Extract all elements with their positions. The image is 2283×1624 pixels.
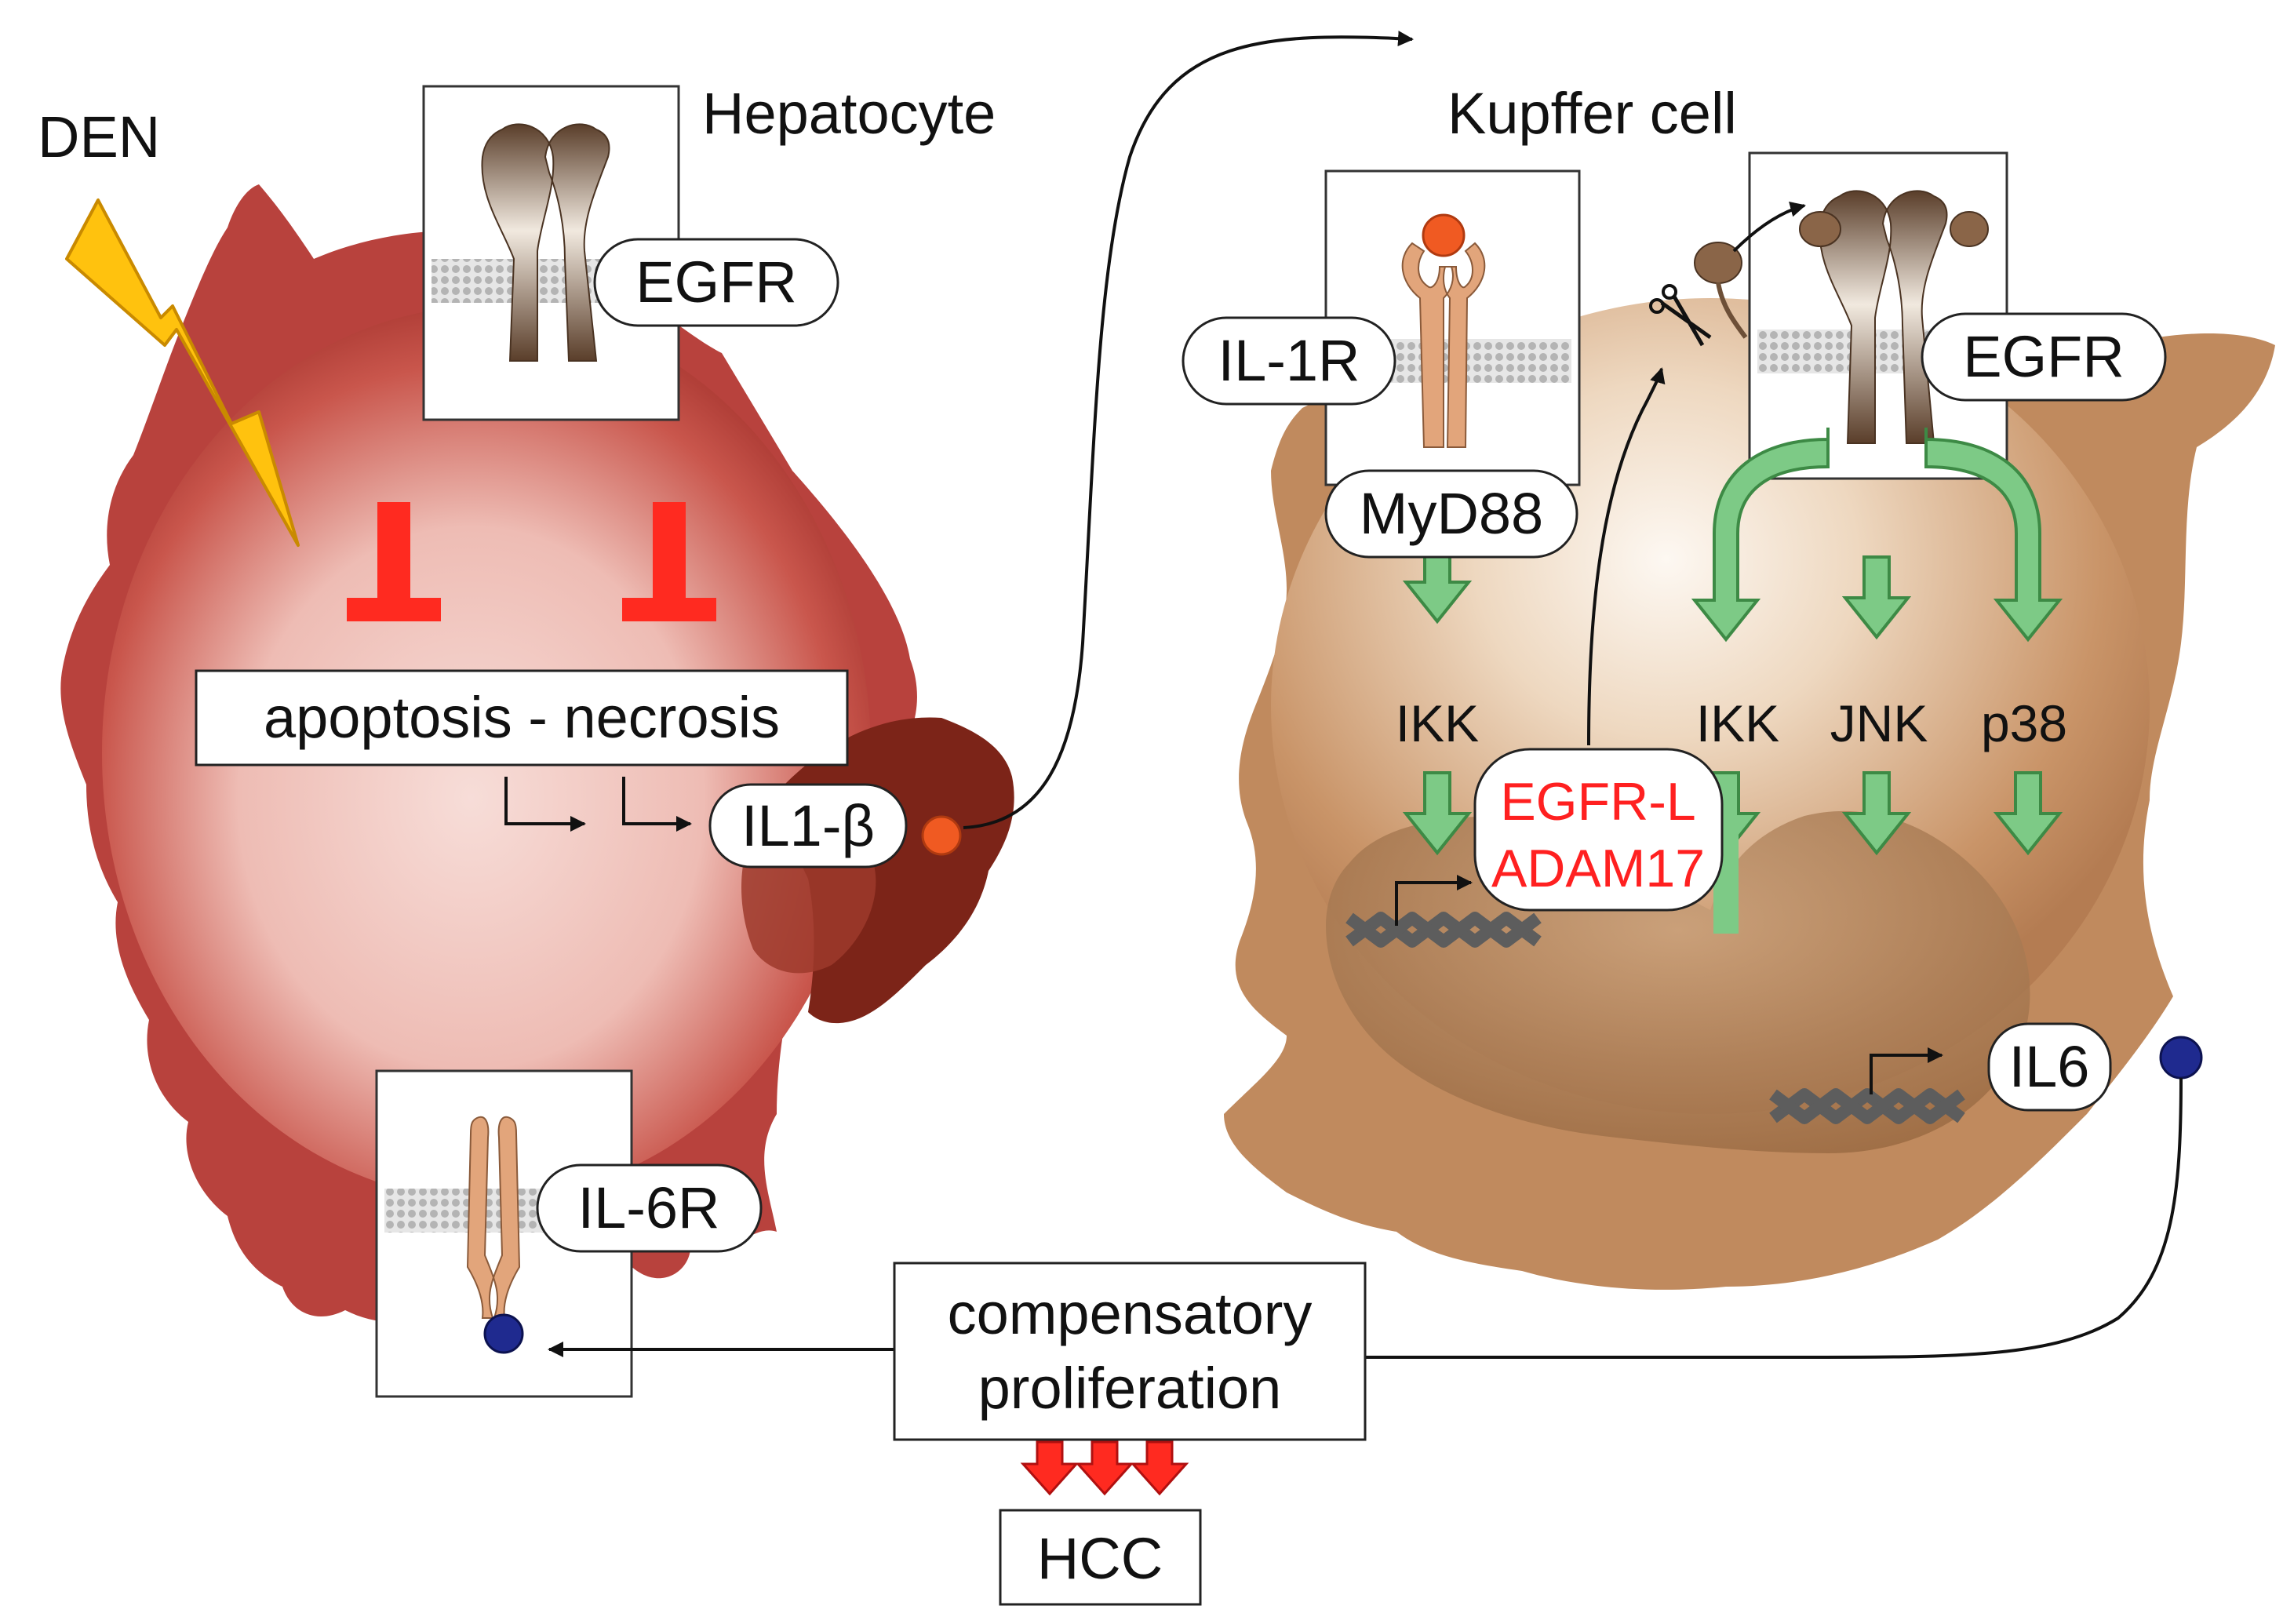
adam17-label: ADAM17 (1491, 839, 1705, 898)
transcription-arrow-il6 (1870, 1047, 1943, 1094)
apoptosis-necrosis-label: apoptosis - necrosis (264, 685, 780, 750)
compensatory-proliferation-box (893, 1262, 1367, 1441)
hcc-label: HCC (1037, 1526, 1163, 1591)
il1r-label: IL-1R (1218, 328, 1360, 393)
kupffer-cell-label: Kupffer cell (1447, 81, 1737, 146)
scissors-icon (1649, 284, 1712, 347)
il1r-receptor-glyph (1401, 242, 1486, 448)
egfr-ligand-bound-right (1950, 211, 1989, 247)
il1b-ligand-bound (1422, 213, 1466, 257)
egfrl-to-membrane-arrow (1587, 367, 1666, 746)
hcc-box (999, 1509, 1202, 1606)
transcription-arrow-1 (504, 777, 586, 832)
transcription-arrow-2 (622, 777, 692, 832)
egfr-label-pill-kupffer (1921, 312, 2167, 402)
il6r-label-pill (536, 1163, 763, 1253)
egfr-label-pill-hepatocyte (593, 238, 839, 327)
il6r-label: IL-6R (578, 1175, 720, 1240)
jnk-label: JNK (1830, 694, 1928, 752)
il6-label: IL6 (2009, 1034, 2090, 1099)
p38-label: p38 (1981, 694, 2067, 752)
il1b-label: IL1-β (741, 793, 875, 858)
il6-ligand-secreted (2159, 1036, 2203, 1080)
compensatory-label: compensatory (948, 1281, 1313, 1346)
il1b-ligand (921, 815, 962, 856)
myd88-label-pill (1324, 469, 1578, 559)
egfrl-adam17-pill (1473, 748, 1724, 912)
egfr-label-hepatocyte: EGFR (635, 249, 797, 315)
apoptosis-necrosis-box (195, 669, 849, 766)
ikk-label-right: IKK (1696, 694, 1779, 752)
proliferation-label: proliferation (978, 1356, 1282, 1421)
transcription-arrow-egfrl (1395, 875, 1473, 926)
lightning-bolt-icon (65, 198, 300, 547)
den-label: DEN (38, 104, 160, 169)
il6-return-arrow (1365, 1077, 2183, 1359)
red-arrow-hcc-1 (1021, 1440, 1078, 1495)
il1b-to-kupffer-arrow (963, 31, 1414, 829)
egfr-l-label: EGFR-L (1500, 772, 1695, 832)
green-fork-right (1924, 428, 2063, 643)
ligand-release-arrow (1732, 201, 1806, 253)
ikk-label-left: IKK (1396, 694, 1479, 752)
myd88-label: MyD88 (1360, 481, 1543, 546)
egfr-label-kupffer: EGFR (1963, 324, 2125, 389)
red-arrow-hcc-3 (1131, 1440, 1188, 1495)
green-fork-left (1691, 428, 1830, 643)
hepatocyte-label: Hepatocyte (702, 81, 996, 146)
il1b-label-pill (708, 783, 908, 868)
red-arrow-hcc-2 (1076, 1440, 1133, 1495)
ligand-stalk (1716, 282, 1748, 339)
egfr-ligand-bound-left (1799, 211, 1841, 247)
il6-label-pill (1987, 1022, 2112, 1112)
adam17-shedding (1649, 201, 1806, 347)
egfr-receptor-glyph (481, 123, 610, 362)
il6-ligand-bound (483, 1313, 524, 1354)
il1r-label-pill (1182, 316, 1396, 406)
